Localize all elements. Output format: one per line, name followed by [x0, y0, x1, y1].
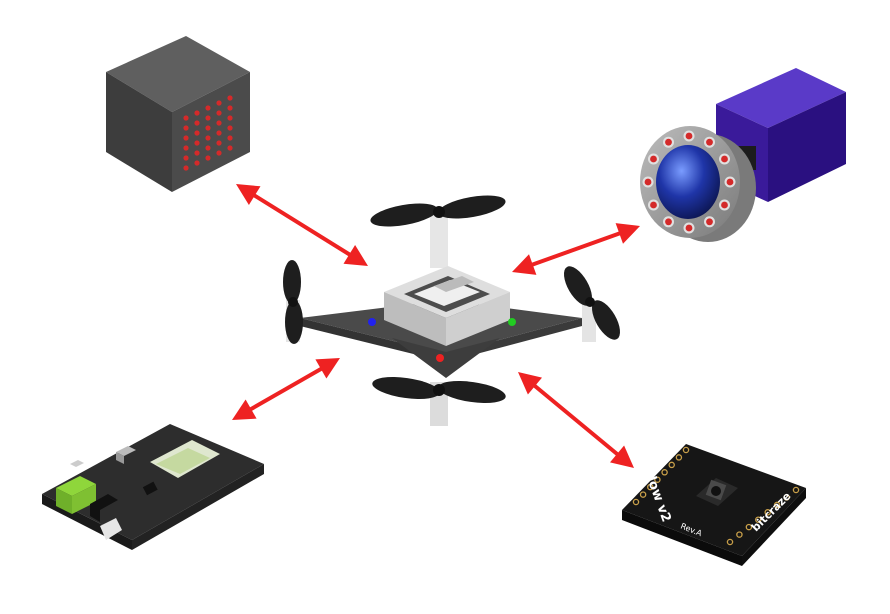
led-matrix-cube-icon — [106, 36, 250, 192]
arrow-flowdeck-drone — [518, 372, 634, 468]
arrow-cube-drone — [236, 184, 368, 266]
flow-deck-pads — [632, 446, 800, 546]
propeller-left — [283, 260, 303, 344]
connection-arrows — [232, 184, 640, 468]
quadcopter-drone — [283, 195, 620, 426]
propeller-back — [372, 377, 506, 403]
led-green — [508, 318, 516, 326]
led-matrix-grid — [183, 95, 233, 171]
propeller-front — [370, 195, 506, 227]
radio-dongle-board-icon — [42, 424, 264, 550]
flow-deck-board-icon: Flow v2 bitcraze Rev.A — [622, 444, 806, 566]
led-red — [436, 354, 444, 362]
arrow-dongle-drone — [232, 358, 340, 420]
led-ring — [642, 130, 736, 234]
arrow-camera-drone — [512, 223, 640, 275]
led-blue — [368, 318, 376, 326]
led-ring-camera-icon — [640, 68, 846, 242]
propeller-right — [564, 266, 620, 340]
